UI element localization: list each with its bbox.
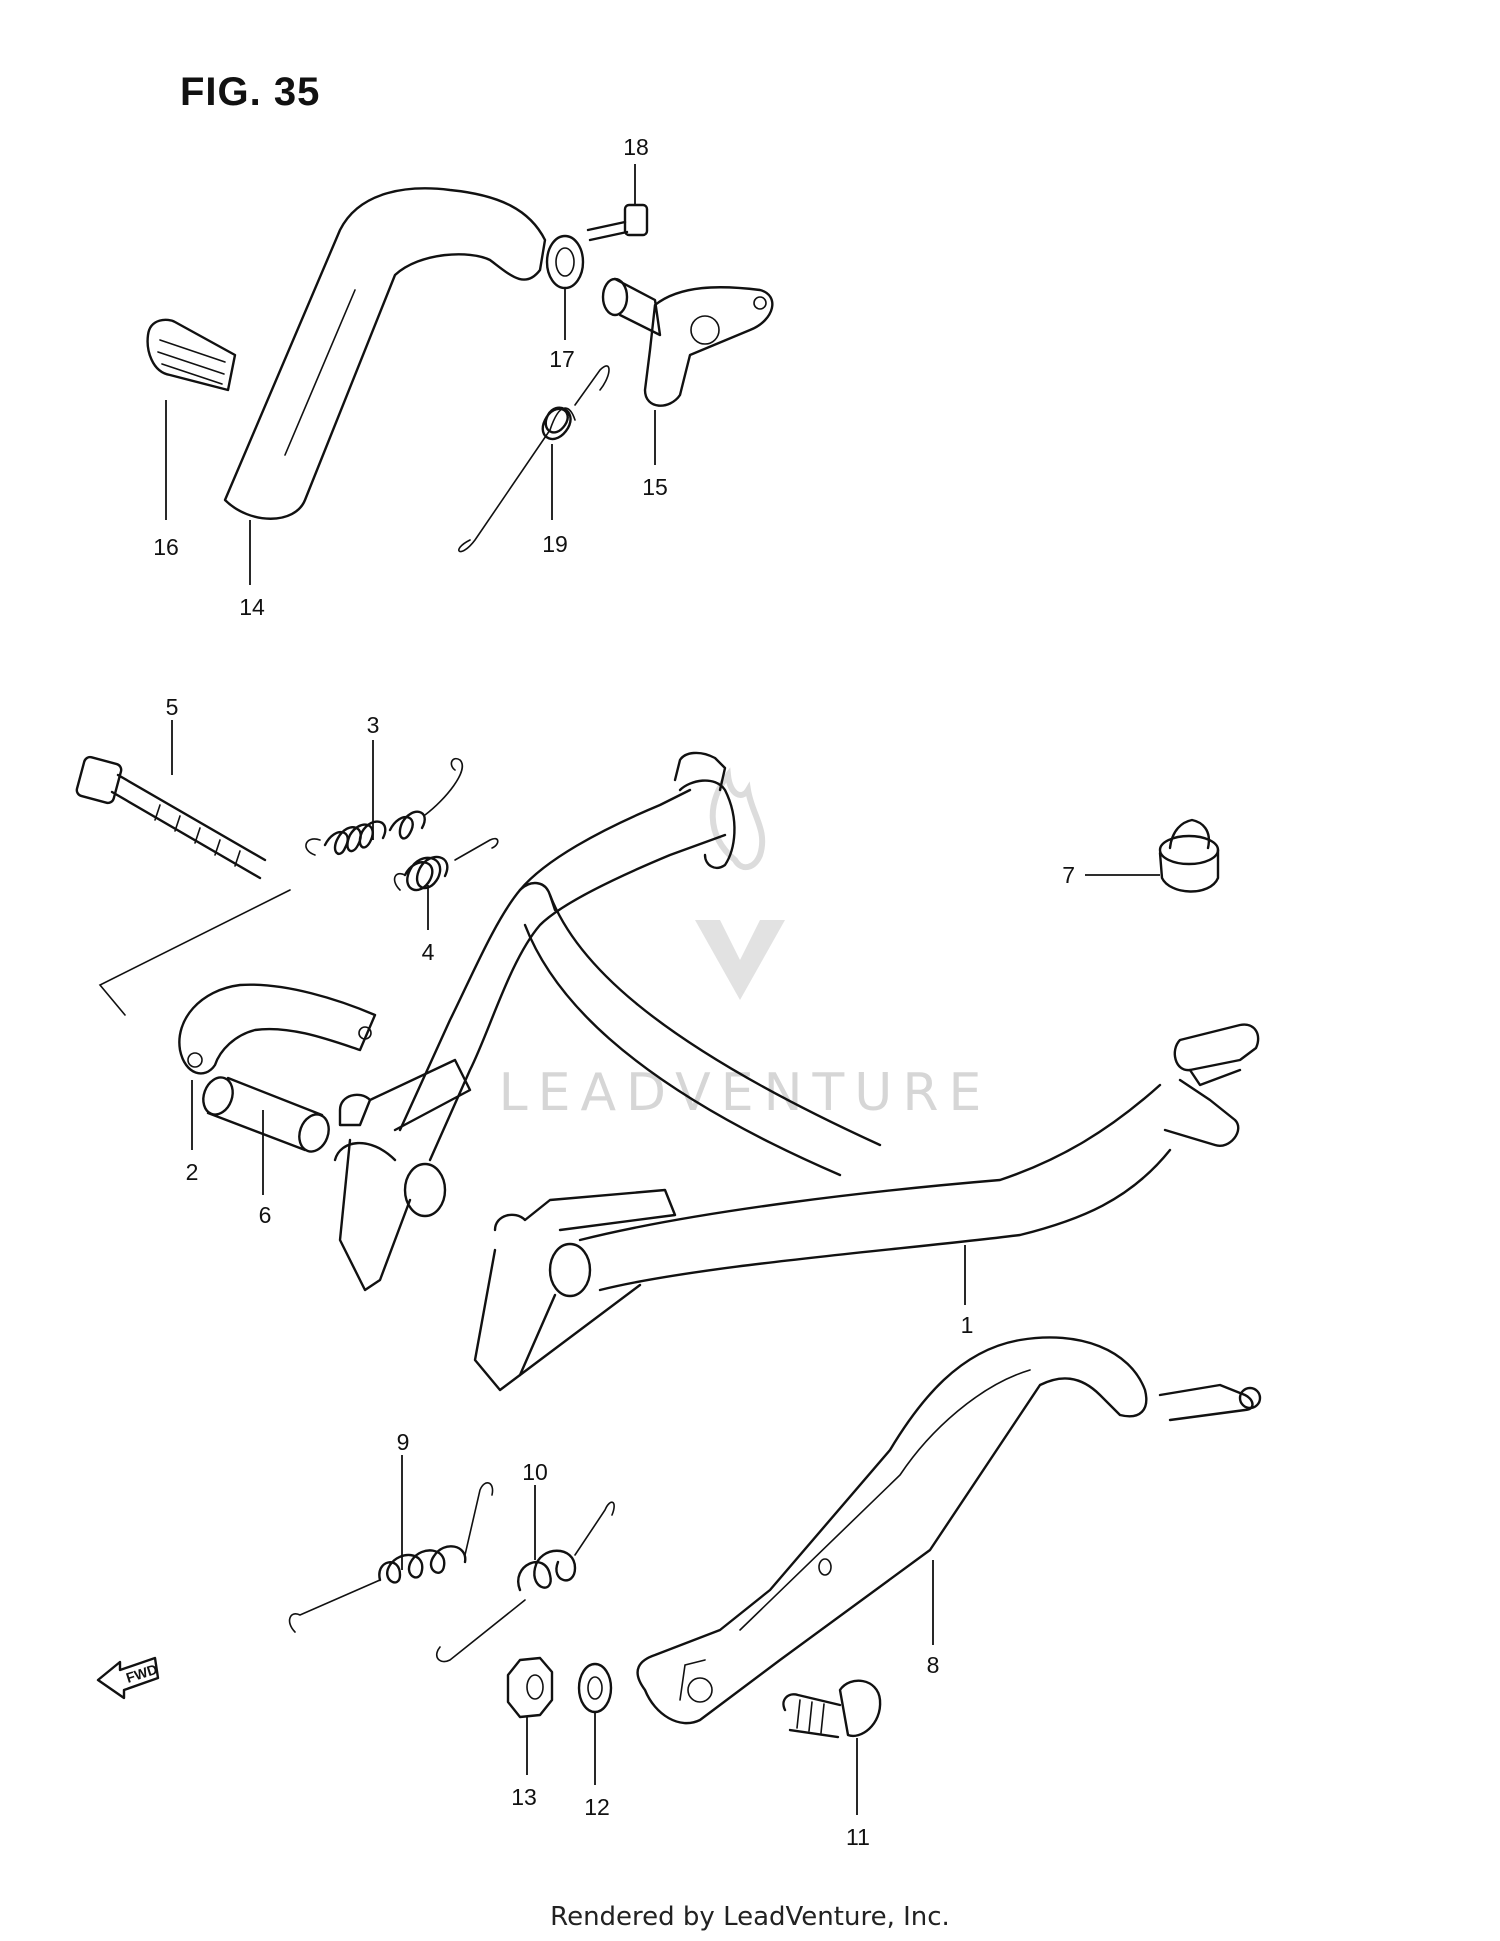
watermark-text: LEADVENTURE xyxy=(499,1063,992,1123)
part-6-collar xyxy=(202,1076,330,1153)
callout-12: 12 xyxy=(584,1794,610,1820)
part-19-spring xyxy=(458,365,610,553)
part-12-washer xyxy=(577,1662,613,1714)
callout-8: 8 xyxy=(927,1652,940,1678)
callout-labels: 18 17 15 19 16 14 5 3 4 2 6 7 1 8 9 10 1… xyxy=(153,134,1075,1850)
v-logo-icon xyxy=(695,920,785,1000)
assembly-bracket-line xyxy=(98,889,291,1016)
callout-15: 15 xyxy=(642,474,668,500)
part-1-main-stand xyxy=(333,751,1260,1392)
part-15-lever xyxy=(601,277,774,407)
part-14-pedal-arm xyxy=(223,187,547,520)
callout-6: 6 xyxy=(259,1202,272,1228)
part-5-long-bolt xyxy=(75,755,267,880)
callout-16: 16 xyxy=(153,534,179,560)
part-2-bracket-arm xyxy=(178,983,377,1075)
part-18-bolt xyxy=(586,203,649,242)
fwd-badge-label: FWD xyxy=(124,1661,159,1686)
part-10-spring xyxy=(435,1501,615,1663)
callout-19: 19 xyxy=(542,531,568,557)
leader-lines xyxy=(165,164,1160,1815)
part-11-shoulder-bolt xyxy=(782,1679,882,1739)
callout-7: 7 xyxy=(1062,862,1075,888)
part-4-spring xyxy=(393,837,499,892)
part-7-stopper xyxy=(1158,818,1220,893)
render-credit-footer: Rendered by LeadVenture, Inc. xyxy=(550,1902,950,1932)
callout-13: 13 xyxy=(511,1784,537,1810)
figure-title: FIG. 35 xyxy=(180,70,321,114)
part-9-spring xyxy=(288,1482,494,1633)
callout-9: 9 xyxy=(397,1429,410,1455)
callout-3: 3 xyxy=(367,712,380,738)
callout-1: 1 xyxy=(961,1312,974,1338)
callout-10: 10 xyxy=(522,1459,548,1485)
part-3-spring xyxy=(305,757,463,856)
callout-18: 18 xyxy=(623,134,649,160)
callout-11: 11 xyxy=(846,1824,870,1850)
callout-14: 14 xyxy=(239,594,265,620)
leadventure-watermark: LEADVENTURE xyxy=(499,767,992,1123)
part-16-peg-rubber xyxy=(146,318,237,392)
fwd-direction-badge: FWD xyxy=(96,1656,159,1700)
callout-2: 2 xyxy=(186,1159,199,1185)
part-8-side-stand xyxy=(636,1336,1262,1725)
callout-5: 5 xyxy=(166,694,179,720)
callout-17: 17 xyxy=(549,346,575,372)
part-13-nut xyxy=(506,1656,554,1719)
flame-icon xyxy=(709,767,766,871)
part-17-washer xyxy=(545,234,585,290)
callout-4: 4 xyxy=(422,939,435,965)
